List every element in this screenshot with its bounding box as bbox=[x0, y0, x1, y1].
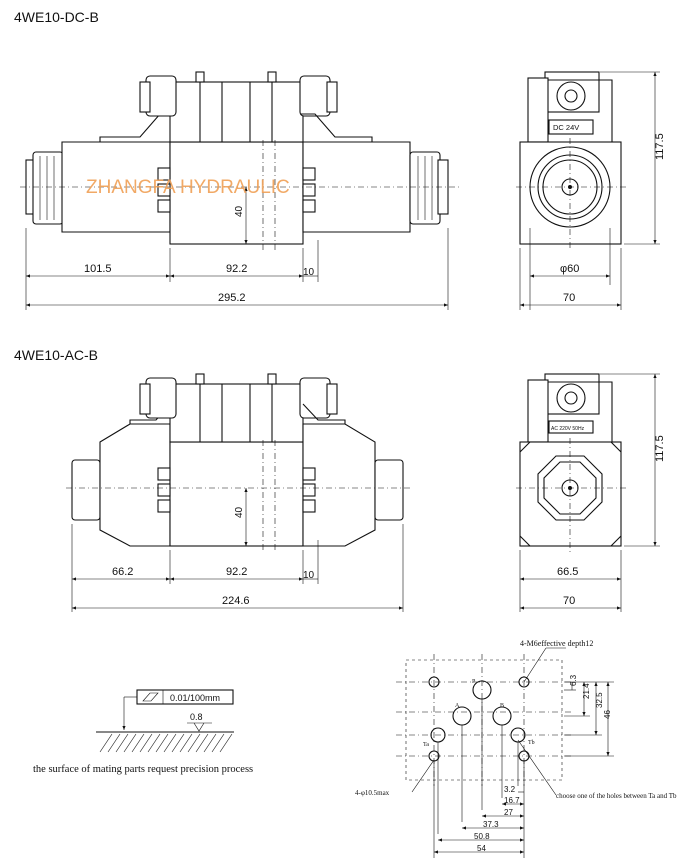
dc-dim-total: 295.2 bbox=[218, 292, 246, 304]
h-dim-4: 37.3 bbox=[483, 820, 499, 829]
v-dim-4: 46 bbox=[603, 710, 612, 719]
port-ta: Ta bbox=[423, 742, 429, 748]
flatness-value: 0.01/100mm bbox=[170, 693, 220, 703]
dc-dim-mid: 92.2 bbox=[226, 263, 247, 275]
port-tb: Tb bbox=[528, 740, 535, 746]
dc-side-view: DC 24V bbox=[516, 71, 626, 250]
dc-side-label: DC 24V bbox=[553, 123, 579, 132]
h-dim-3: 27 bbox=[504, 808, 513, 817]
surface-callout: 0.01/100mm 0.8 the surface of mating par… bbox=[33, 689, 253, 775]
ac-dim-left: 66.2 bbox=[112, 566, 133, 578]
ac-dim-inner: 66.5 bbox=[557, 566, 578, 578]
ac-dim-height-side: 117.5 bbox=[654, 435, 666, 462]
watermark: ZHANGFA HYDRAULIC bbox=[86, 177, 290, 198]
v-dim-3: 32.5 bbox=[595, 692, 604, 708]
surface-note: the surface of mating parts request prec… bbox=[33, 764, 253, 775]
mounting-face: P A B Ta Tb bbox=[396, 654, 572, 786]
hole-note: 4-φ10.5max bbox=[355, 789, 390, 797]
port-b: B bbox=[500, 703, 504, 709]
dc-dim-height-side: 117.5 bbox=[654, 133, 666, 160]
h-dim-6: 54 bbox=[477, 844, 486, 853]
ac-dim-width: 70 bbox=[563, 595, 575, 607]
v-dim-2: 21.4 bbox=[582, 683, 591, 699]
dc-dim-width: 70 bbox=[563, 292, 575, 304]
ac-title: 4WE10-AC-B bbox=[14, 347, 98, 363]
ac-front-dimensions: 40 66.2 92.2 10 224.6 bbox=[71, 488, 404, 612]
ac-dim-mid: 92.2 bbox=[226, 566, 247, 578]
ac-dim-height: 40 bbox=[234, 506, 245, 518]
surface-hatch bbox=[99, 733, 233, 753]
dc-front-view bbox=[20, 71, 460, 250]
ac-front-view bbox=[66, 373, 410, 552]
thread-note: 4-M6effective depth12 bbox=[520, 639, 593, 648]
dc-title: 4WE10-DC-B bbox=[14, 9, 99, 25]
v-dim-1: 6.3 bbox=[569, 674, 578, 686]
roughness-value: 0.8 bbox=[190, 712, 203, 722]
h-dim-2: 16.7 bbox=[504, 796, 520, 805]
mounting-dimensions: 4-M6effective depth12 4-φ10.5max choose … bbox=[355, 639, 677, 858]
dc-side-dimensions: φ60 70 117.5 bbox=[519, 71, 666, 310]
port-p: P bbox=[472, 679, 476, 685]
dc-dim-left: 101.5 bbox=[84, 263, 112, 275]
dc-dim-dia: φ60 bbox=[560, 263, 579, 275]
h-dim-5: 50.8 bbox=[474, 832, 490, 841]
choose-note: choose one of the holes between Ta and T… bbox=[556, 792, 677, 800]
ac-side-label: AC 220V 50Hz bbox=[551, 426, 585, 432]
h-dim-1: 3.2 bbox=[504, 785, 516, 794]
dc-front-dimensions: 40 101.5 92.2 10 295.2 bbox=[25, 187, 449, 310]
port-a: A bbox=[455, 703, 460, 709]
ac-dim-total: 224.6 bbox=[222, 595, 250, 607]
ac-side-view: AC 220V 50Hz bbox=[516, 373, 626, 552]
dc-dim-height: 40 bbox=[234, 205, 245, 217]
ac-dim-right: 10 bbox=[303, 570, 315, 581]
ac-side-dimensions: 66.5 70 117.5 bbox=[519, 373, 666, 612]
dc-dim-right: 10 bbox=[303, 267, 315, 278]
